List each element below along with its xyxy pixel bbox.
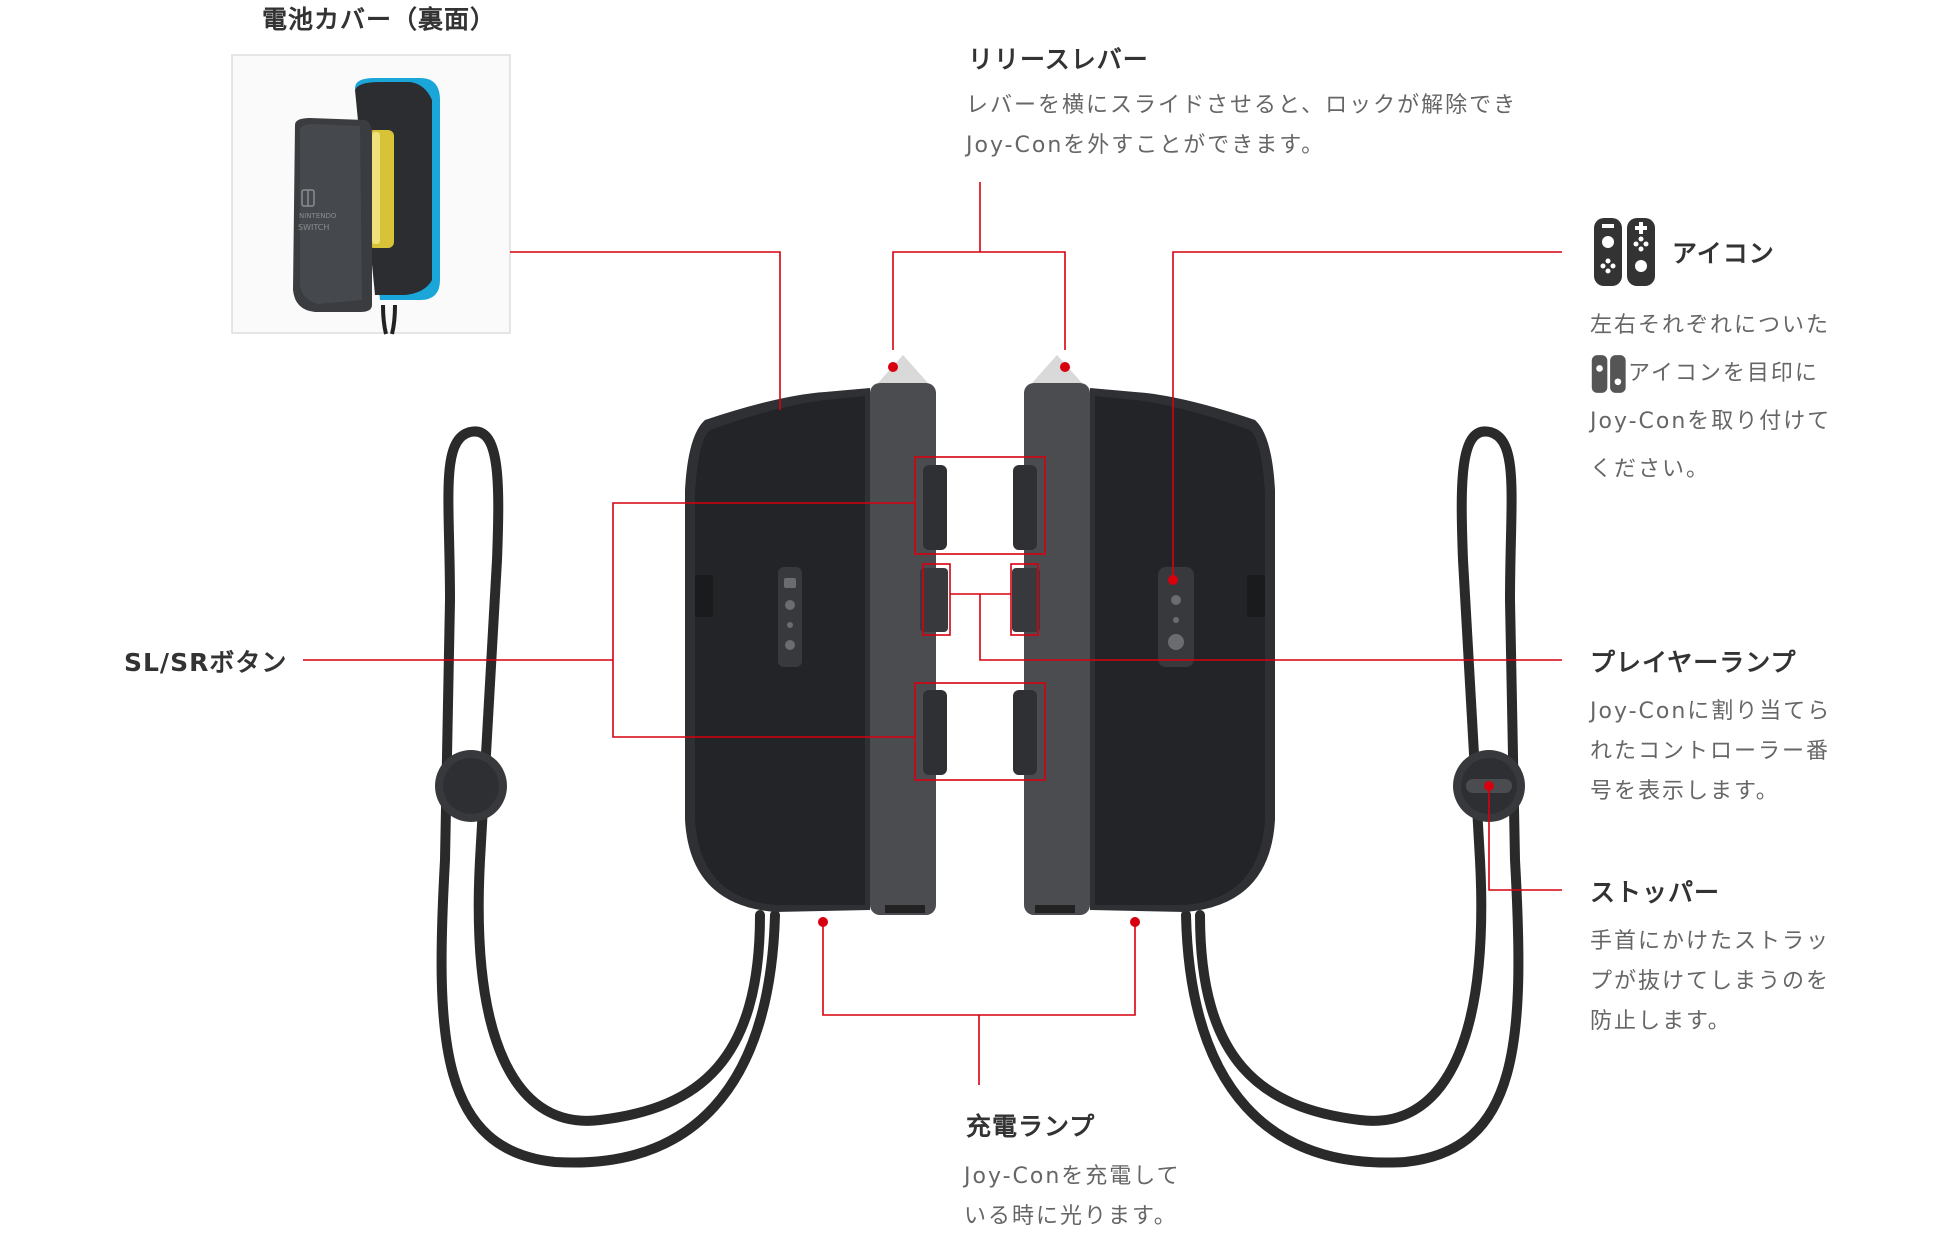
battery-cover-image: NINTENDO SWITCH xyxy=(231,54,511,335)
icon-title: アイコン xyxy=(1672,239,1775,268)
svg-text:SWITCH: SWITCH xyxy=(298,223,329,232)
slsr-title: SL/SRボタン xyxy=(124,648,288,677)
leader-dots xyxy=(818,362,1494,927)
left-strap-cord xyxy=(435,426,780,1168)
charge-lamp-desc: Joy-Conを充電して いる時に光ります。 xyxy=(964,1164,1181,1229)
joycon-pair-icon xyxy=(1594,218,1655,286)
release-lever-desc: レバーを横にスライドさせると、ロックが解除でき Joy-Conを外すことができま… xyxy=(966,93,1518,158)
icon-title-row: アイコン xyxy=(1592,216,1775,288)
battery-cover-title: 電池カバー（裏面） xyxy=(262,5,497,34)
stopper-desc: 手首にかけたストラッ プが抜けてしまうのを 防止します。 xyxy=(1590,929,1831,1034)
player-lamp-title: プレイヤーランプ xyxy=(1590,648,1797,677)
player-lamp-desc: Joy-Conに割り当てら れたコントローラー番 号を表示します。 xyxy=(1590,699,1832,804)
release-lever-title: リリースレバー xyxy=(968,45,1149,74)
leader-lines xyxy=(303,182,1562,1085)
stopper-title: ストッパー xyxy=(1590,878,1721,907)
charge-lamp-title: 充電ランプ xyxy=(966,1112,1096,1141)
right-strap-body xyxy=(1012,355,1275,915)
joycon-pair-inline-icon xyxy=(1591,355,1626,393)
icon-desc: 左右それぞれについた アイコンを目印に Joy-Conを取り付けて ください。 xyxy=(1590,313,1832,482)
svg-text:NINTENDO: NINTENDO xyxy=(299,212,337,220)
left-strap-body xyxy=(685,355,948,915)
